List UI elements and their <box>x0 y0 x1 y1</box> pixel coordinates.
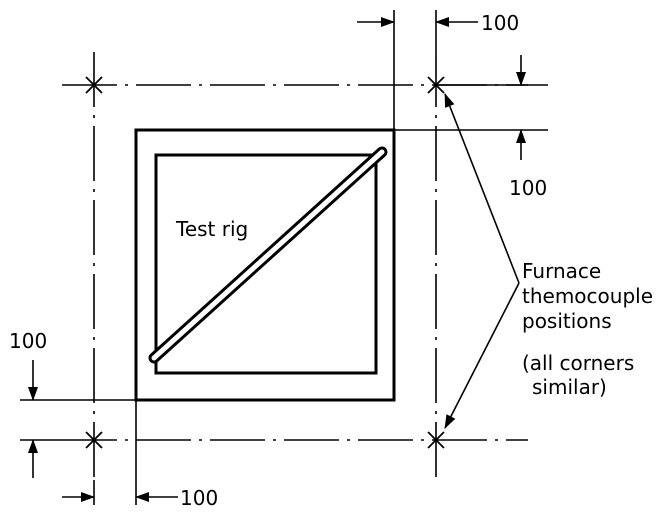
test-rig-diagonal-brace <box>148 146 388 364</box>
dimension-text-left: 100 <box>9 329 47 353</box>
dimension-text-top-right: 100 <box>481 11 519 35</box>
thermocouple-markers <box>85 76 445 449</box>
furnace-label-line-1: Furnace <box>522 259 601 283</box>
centre-lines <box>62 52 528 480</box>
leader-to-bottom-right-thermocouple <box>444 282 520 429</box>
dimension-arrows <box>28 17 526 502</box>
test-rig-label: Test rig <box>175 217 248 241</box>
furnace-label-line-2: themocouple <box>522 284 653 308</box>
note-line-2: similar) <box>532 375 607 399</box>
test-rig-inner-frame <box>154 153 378 375</box>
thermocouple-top-left-cross <box>85 76 103 94</box>
thermocouple-bottom-left-cross <box>85 431 103 449</box>
furnace-label-line-3: positions <box>522 309 612 333</box>
thermocouple-bottom-right-cross <box>427 431 445 449</box>
leader-to-top-right-thermocouple <box>444 93 520 284</box>
leader-arrows <box>444 93 520 429</box>
dimension-text-right: 100 <box>509 176 547 200</box>
test-rig-outer-frame <box>134 128 396 402</box>
dimension-text-bottom: 100 <box>180 486 218 510</box>
note-line-1: (all corners <box>522 351 634 375</box>
thermocouple-top-right-cross <box>427 76 445 94</box>
